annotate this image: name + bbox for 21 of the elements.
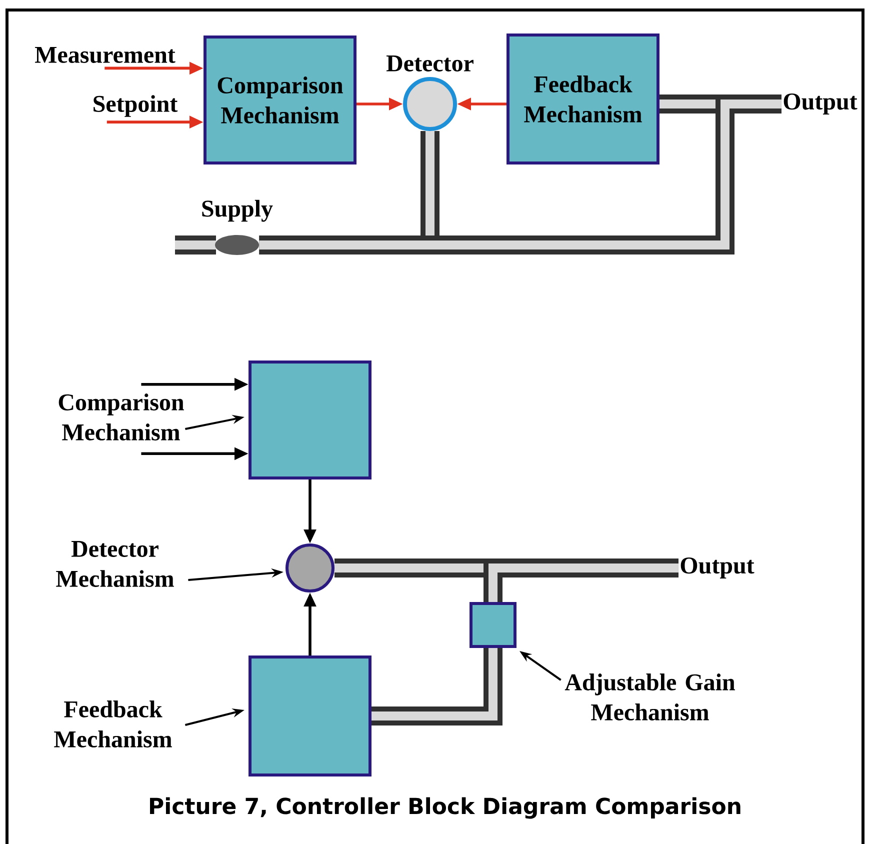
feedback-box — [248, 656, 372, 776]
pipe — [372, 648, 502, 726]
caption: Picture 7, Controller Block Diagram Comparison — [150, 797, 740, 819]
input-label: Setpoint — [94, 95, 178, 117]
input-label: Measurement — [35, 47, 176, 63]
block-label: Comparison Mechanism — [58, 394, 184, 440]
comparison-box — [248, 360, 372, 480]
gain-box — [470, 602, 516, 648]
detector-circle — [286, 544, 334, 592]
pipe — [484, 558, 678, 602]
feedback-box: Feedback Mechanism — [506, 34, 660, 164]
valve-ellipse — [215, 235, 259, 255]
block-label: Feedback Mechanism — [54, 700, 172, 748]
pipe-label: Supply — [202, 200, 273, 222]
output-label: Output — [680, 558, 754, 578]
output-label: Output — [784, 94, 858, 114]
block-label: Adjustable Gain Mechanism — [564, 674, 735, 720]
node-label: Detector — [386, 56, 474, 72]
pipe — [259, 94, 782, 254]
block-label: Detector Mechanism — [56, 541, 174, 587]
comparison-box: Comparison Mechanism — [204, 36, 356, 164]
